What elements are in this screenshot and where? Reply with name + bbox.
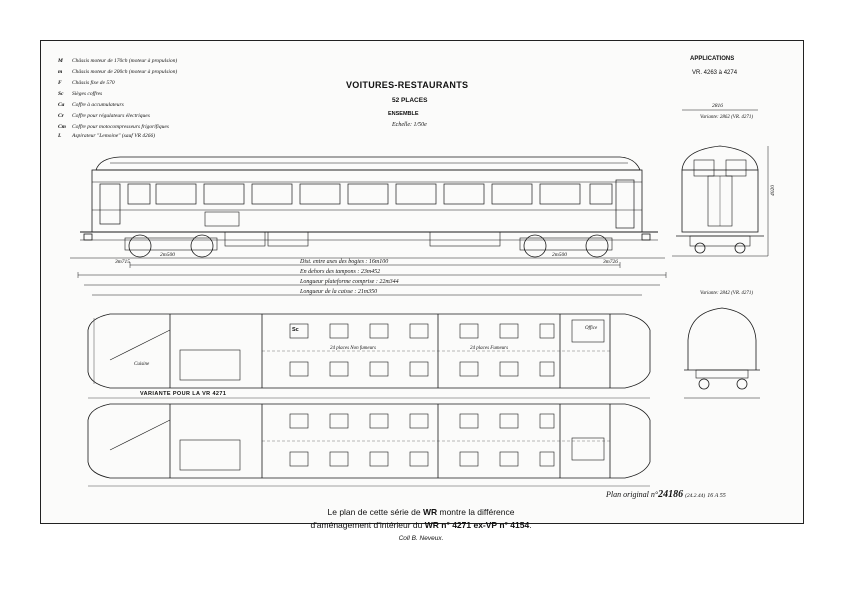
seat-chest-label: Sc [292, 327, 299, 333]
dim-overhang-right: 3m726 [603, 259, 618, 265]
plan-ref-number: 24186 [658, 489, 684, 500]
dim-height-end: 4020 [770, 185, 776, 196]
room-office: Office [585, 326, 598, 331]
dim-platform: Longueur plateforme comprise : 22m344 [300, 279, 399, 285]
caption-line-2: d'aménagement d'intérieur du WR n° 4271 … [310, 520, 532, 530]
dim-body: Longueur de la caisse : 21m350 [300, 289, 378, 295]
room-smoking: 24 places Fumeurs [470, 346, 509, 351]
drawing-title: VOITURES-RESTAURANTS [346, 80, 469, 90]
dim-bogie-centers: Dist. entre axes des bogies : 16m100 [300, 259, 389, 265]
room-non-smoking: 24 places Non fumeurs [330, 346, 376, 351]
drawing-subtitle: ENSEMBLE [388, 111, 419, 117]
cross-section [684, 307, 760, 399]
dim-buffers: En dehors des tampons : 23m452 [300, 269, 381, 275]
plan-ref-date: (24.2.44) [685, 493, 706, 499]
variant-note: VARIANTE POUR LA VR 4271 [140, 391, 227, 397]
dim-overhang-left: 3m715 [115, 259, 130, 265]
plan-ref-sheet: 16 A 55 [707, 493, 726, 499]
photo-credit: Coll B. Neveux. [398, 535, 444, 542]
side-elevation [70, 156, 665, 259]
drawing-sheet [40, 40, 804, 524]
applications-label: APPLICATIONS [690, 56, 735, 62]
dim-wheelbase-right: 2m500 [552, 252, 567, 258]
dim-variant-width: Variante: 2862 (VR. 4271) [700, 115, 754, 120]
room-kitchen: Cuisine [134, 362, 150, 367]
dim-wheelbase-left: 2m500 [160, 252, 175, 258]
drawing-scale: Echelle: 1/50e [392, 122, 427, 128]
end-elevation [672, 109, 769, 257]
applications-value: VR. 4263 à 4274 [692, 70, 738, 76]
dim-width-end: 2816 [712, 103, 723, 109]
plan-ref-label: Plan original n° [606, 490, 659, 499]
dim-variant-width-2: Variante: 2842 (VR. 4271) [700, 291, 754, 296]
plan-reference: Plan original n°24186 (24.2.44) 16 A 55 [606, 489, 726, 500]
places-count: 52 PLACES [392, 97, 428, 104]
caption-line-1: Le plan de cette série de WR montre la d… [327, 507, 515, 517]
floor-plan-variant [87, 397, 651, 487]
floor-plan-main [87, 313, 651, 389]
